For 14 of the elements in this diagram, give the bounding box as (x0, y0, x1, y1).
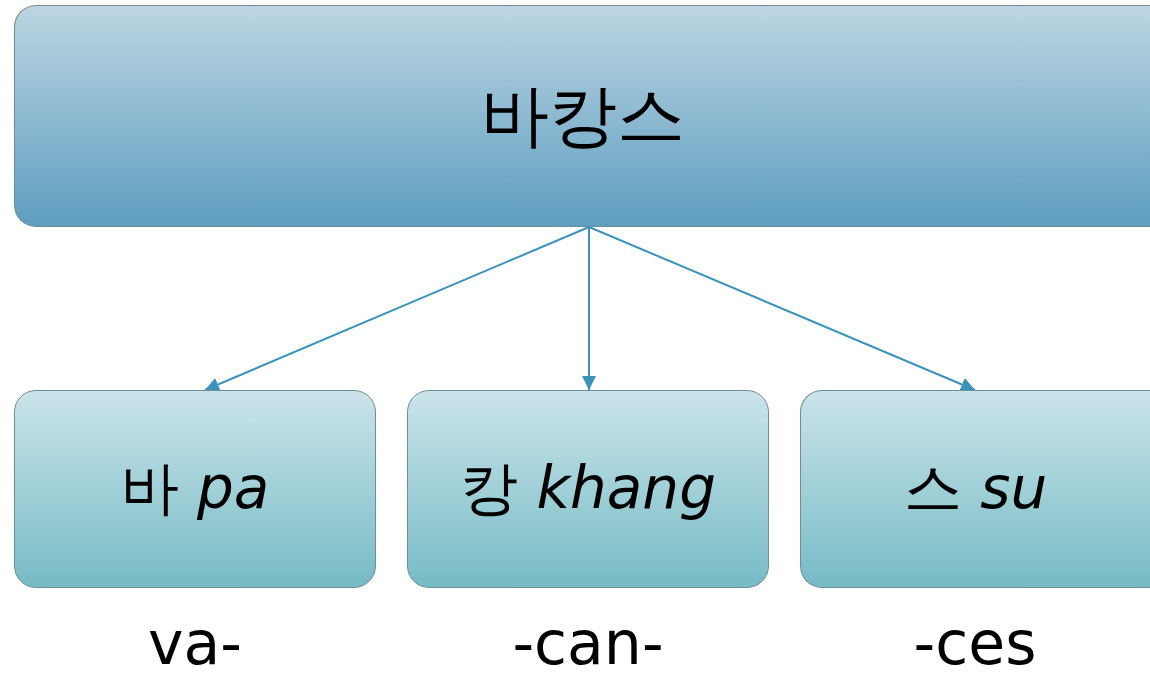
syllable-text: 캉 khang (460, 453, 716, 524)
word-text: 바캉스 (480, 74, 685, 157)
syllable-translation: -can- (511, 608, 665, 677)
syllable-translation: va- (147, 608, 243, 677)
arrow (582, 226, 596, 391)
syllable-text: 바 pa (120, 453, 270, 524)
syllable-box (14, 390, 376, 588)
syllable-text: 스 su (903, 453, 1048, 524)
arrow (204, 226, 590, 391)
syllable-box (407, 390, 769, 588)
arrow (588, 226, 976, 391)
syllable-box (800, 390, 1150, 588)
word-box (14, 5, 1150, 227)
syllable-translation: -ces (912, 608, 1038, 677)
